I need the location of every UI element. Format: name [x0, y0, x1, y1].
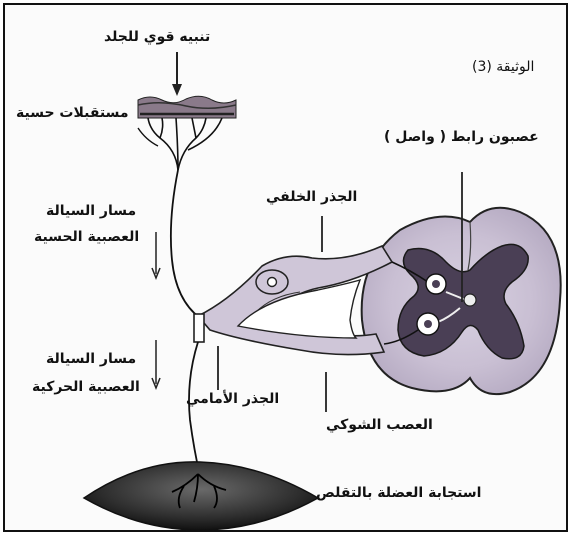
muscle-response-label: استجابة العضلة بالتقلص: [316, 484, 481, 502]
stimulus-arrow: [172, 52, 182, 96]
stimulus-label: تنبيه قوي للجلد: [104, 28, 210, 46]
ventral-root-label: الجذر الأمامي: [186, 390, 279, 408]
sensory-path-arrow: [152, 232, 160, 278]
motor-fiber: [189, 342, 200, 476]
motor-path-label-1: مسار السيالة: [46, 350, 136, 368]
ganglion-cell: [256, 270, 288, 294]
dorsal-root-label: الجذر الخلفي: [266, 188, 357, 206]
motor-path-label-2: العصبية الحركية: [32, 378, 140, 396]
spinal-nerve-label: العصب الشوكي: [326, 416, 433, 434]
motor-path-arrow: [152, 340, 160, 388]
sensory-path-label-1: مسار السيالة: [46, 202, 136, 220]
receptors-label: مستقبلات حسية: [16, 104, 129, 122]
document-label: الوثيقة (3): [472, 58, 534, 76]
sensory-fiber: [171, 170, 200, 318]
spinal-nerve-junction: [194, 314, 204, 342]
muscle: [84, 462, 318, 530]
sensory-path-label-2: العصبية الحسية: [34, 228, 139, 246]
skin-receptors: [138, 96, 236, 170]
interneuron-label: عصبون رابط ( واصل ): [384, 128, 539, 146]
